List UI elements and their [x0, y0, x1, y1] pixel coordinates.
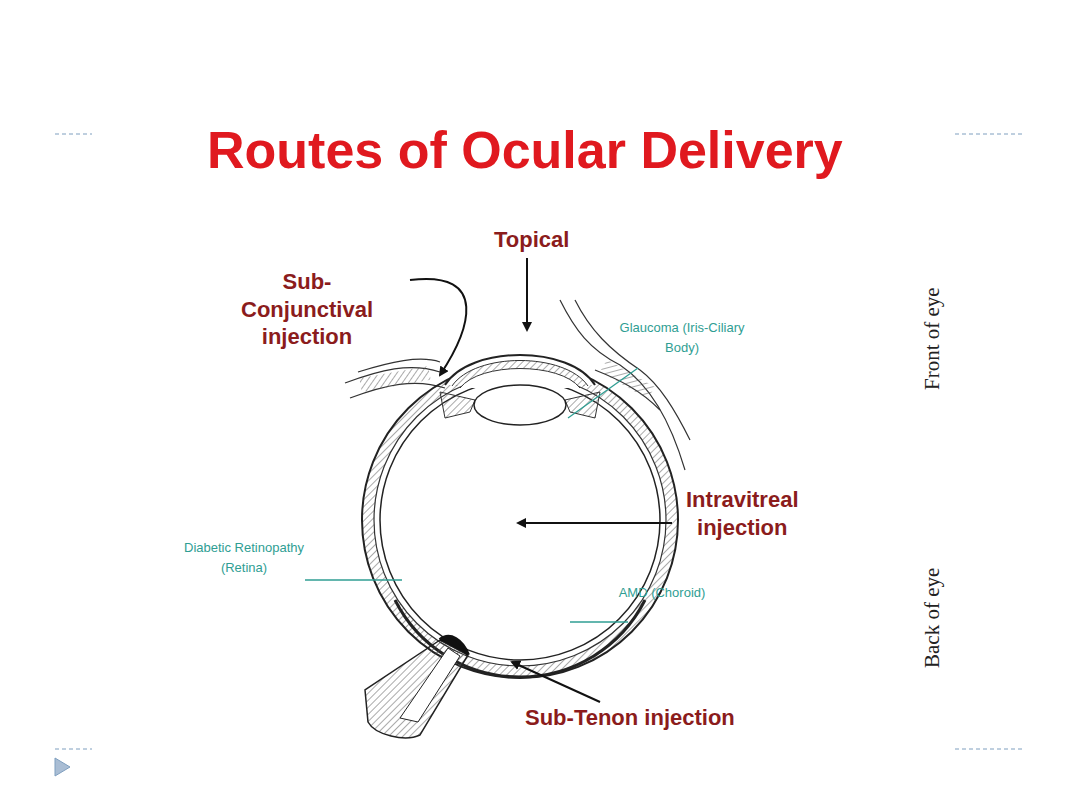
- slide-title: Routes of Ocular Delivery: [207, 120, 843, 180]
- route-label: Intravitreal injection: [686, 486, 799, 541]
- side-label: Front of eye: [920, 287, 945, 390]
- route-label: Sub- Conjunctival injection: [241, 268, 373, 351]
- route-label: Sub-Tenon injection: [525, 704, 735, 732]
- structure-label: AMD (Choroid): [607, 583, 717, 603]
- structure-label: Diabetic Retinopathy (Retina): [169, 538, 319, 578]
- slide-bullet: [55, 758, 70, 776]
- side-label: Back of eye: [920, 568, 945, 668]
- eye-globe: [362, 355, 678, 678]
- leader-line: [305, 368, 638, 622]
- optic-nerve: [365, 637, 468, 738]
- structure-label: Glaucoma (Iris-Ciliary Body): [607, 318, 757, 358]
- route-label: Topical: [494, 226, 569, 254]
- slide-rule: [55, 134, 1025, 749]
